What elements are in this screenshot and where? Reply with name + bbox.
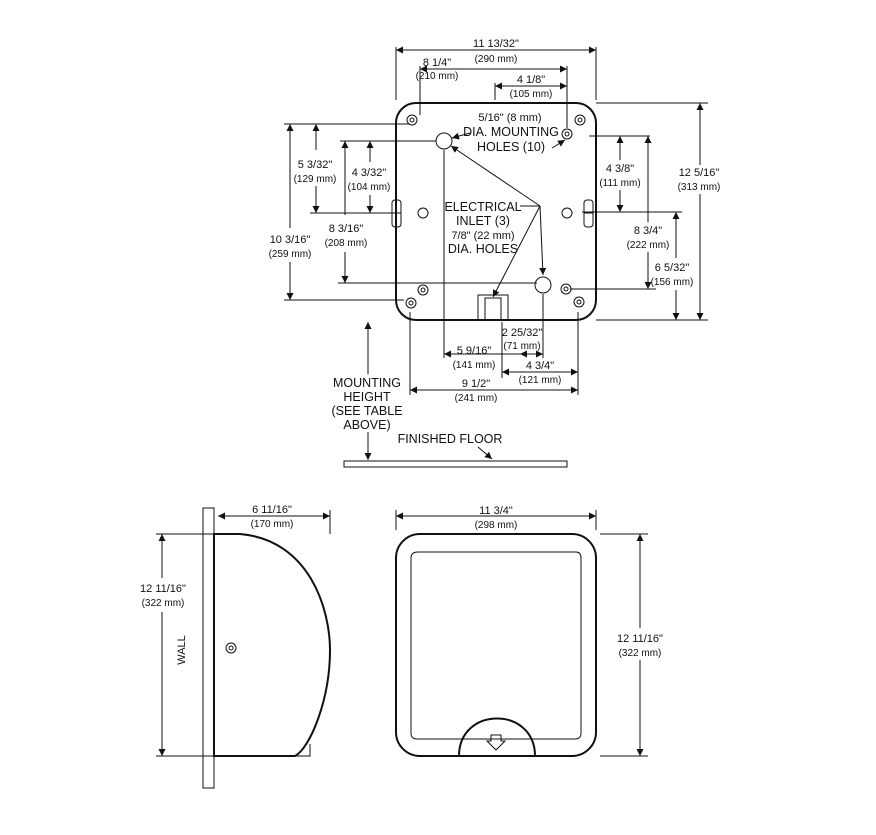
mounting-height-line1: MOUNTING	[333, 376, 401, 390]
bottom-a-in: 2 25/32"	[502, 327, 543, 339]
top-view: 11 13/32" (290 mm) 8 1/4" (210 mm) 4 1/8…	[269, 38, 721, 468]
mounting-holes-size: 5/16" (8 mm)	[478, 112, 541, 124]
side-depth-in: 6 11/16"	[252, 504, 292, 516]
left-c-mm: (208 mm)	[325, 238, 368, 249]
wall-label: WALL	[176, 635, 188, 665]
left-a-mm: (129 mm)	[294, 174, 337, 185]
bottom-d-mm: (241 mm)	[455, 393, 498, 404]
electrical-inlet-size: 7/8" (22 mm)	[451, 230, 514, 242]
side-view: WALL 6 11/16" (170 mm) 12 11/16" (322 mm…	[140, 504, 332, 789]
front-width-mm: (298 mm)	[475, 520, 518, 531]
width-overall-in: 11 13/32"	[473, 38, 519, 50]
right-b-in: 8 3/4"	[634, 225, 662, 237]
electrical-inlet-line3: DIA. HOLES	[448, 242, 518, 256]
right-a-mm: (111 mm)	[599, 178, 640, 189]
front-height-in: 12 11/16"	[617, 633, 663, 645]
finished-floor-label: FINISHED FLOOR	[398, 432, 503, 446]
left-d-in: 10 3/16"	[270, 234, 311, 246]
left-a-in: 5 3/32"	[298, 159, 333, 171]
front-width-in: 11 3/4"	[479, 505, 513, 517]
down-arrow-icon	[485, 734, 507, 751]
wall	[202, 507, 215, 789]
width-overall-mm: (290 mm)	[475, 54, 518, 65]
left-c-in: 8 3/16"	[329, 223, 364, 235]
side-height-mm: (322 mm)	[142, 598, 185, 609]
front-height-mm: (322 mm)	[619, 648, 662, 659]
right-c-in: 6 5/32"	[655, 262, 690, 274]
right-b-mm: (222 mm)	[627, 240, 670, 251]
electrical-inlet-line1: ELECTRICAL	[444, 200, 521, 214]
mounting-holes	[405, 114, 586, 309]
side-depth-mm: (170 mm)	[251, 519, 294, 530]
left-b-in: 4 3/32"	[352, 167, 387, 179]
bottom-c-in: 4 3/4"	[526, 360, 554, 372]
bottom-b-mm: (141 mm)	[453, 360, 496, 371]
mounting-holes-line1: DIA. MOUNTING	[463, 125, 559, 139]
mounting-holes-line2: HOLES (10)	[477, 140, 545, 154]
finished-floor	[343, 460, 568, 468]
hole-span-top-in: 8 1/4"	[423, 57, 451, 69]
bottom-a-mm: (71 mm)	[503, 341, 540, 352]
left-b-mm: (104 mm)	[348, 182, 391, 193]
front-outer-outline	[395, 533, 597, 757]
mounting-height-line4: ABOVE)	[343, 418, 390, 432]
mounting-height-line3: (SEE TABLE	[331, 404, 402, 418]
hole-offset-top-in: 4 1/8"	[517, 74, 545, 86]
mounting-height-line2: HEIGHT	[343, 390, 391, 404]
hole-offset-top-mm: (105 mm)	[510, 89, 553, 100]
left-d-mm: (259 mm)	[269, 249, 312, 260]
hole-span-top-mm: (210 mm)	[416, 71, 459, 82]
electrical-inlet-line2: INLET (3)	[456, 214, 510, 228]
bottom-b-in: 5 9/16"	[457, 345, 492, 357]
bottom-d-in: 9 1/2"	[462, 378, 490, 390]
dryer-side-profile	[213, 533, 332, 757]
right-height-in: 12 5/16"	[679, 167, 720, 179]
right-height-mm: (313 mm)	[678, 182, 721, 193]
front-view: 11 3/4" (298 mm) 12 11/16" (322 mm)	[395, 505, 663, 757]
right-c-mm: (156 mm)	[651, 277, 694, 288]
bottom-c-mm: (121 mm)	[519, 375, 562, 386]
front-inner-panel	[410, 551, 582, 740]
side-height-in: 12 11/16"	[140, 583, 186, 595]
right-a-in: 4 3/8"	[606, 163, 634, 175]
air-outlet	[458, 717, 536, 757]
